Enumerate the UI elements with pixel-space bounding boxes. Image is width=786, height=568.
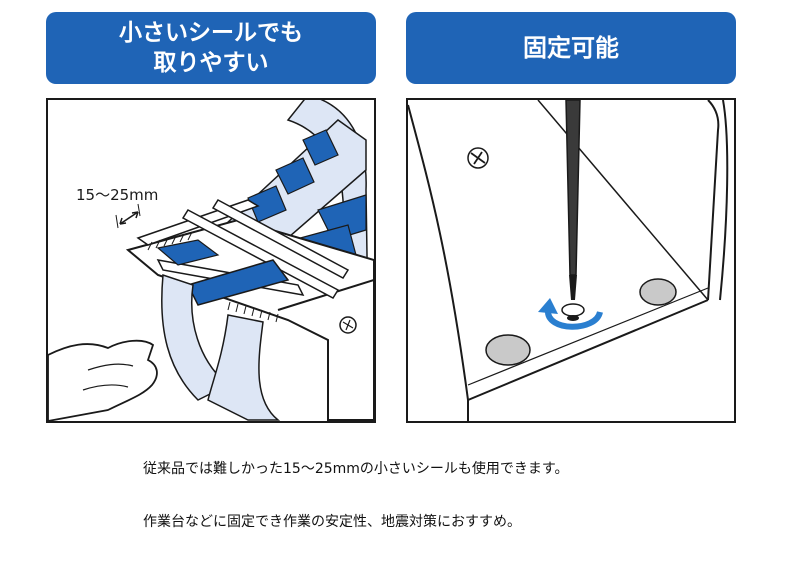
hand-illustration xyxy=(48,339,158,421)
caption-mounting: 作業台などに固定でき作業の安定性、地震対策におすすめ。 xyxy=(143,514,521,530)
header-mountable: 固定可能 xyxy=(406,12,736,84)
mounting-screw xyxy=(561,303,585,317)
dispenser-drawing: 15〜25mm xyxy=(48,100,374,421)
illustration-dispenser-peeling: 15〜25mm xyxy=(46,98,376,423)
header-easy-peel: 小さいシールでも 取りやすい xyxy=(46,12,376,84)
header-right-text: 固定可能 xyxy=(523,34,619,62)
blue-labels xyxy=(247,129,367,271)
base-edge-right xyxy=(707,100,720,301)
mounting-drawing xyxy=(408,100,729,421)
header-left-line1: 小さいシールでも xyxy=(119,20,303,46)
peeled-label-large xyxy=(186,259,290,306)
peeled-label-small xyxy=(156,239,220,266)
rubber-foot-left xyxy=(485,334,531,366)
base-edge-bottom xyxy=(467,299,709,401)
base-edge-left xyxy=(408,104,469,401)
dimension-label: 15〜25mm xyxy=(76,186,158,204)
backing-strip-right xyxy=(207,314,281,421)
header-left-line2: 取りやすい xyxy=(153,50,269,76)
rubber-foot-right xyxy=(639,278,677,306)
comb-teeth xyxy=(147,231,279,323)
caption-small-labels: 従来品では難しかった15〜25mmの小さいシールも使用できます。 xyxy=(143,461,569,477)
illustration-dispenser-mounting xyxy=(406,98,736,423)
dimension-arrow xyxy=(119,211,139,225)
rotation-arrow-icon xyxy=(545,309,603,330)
